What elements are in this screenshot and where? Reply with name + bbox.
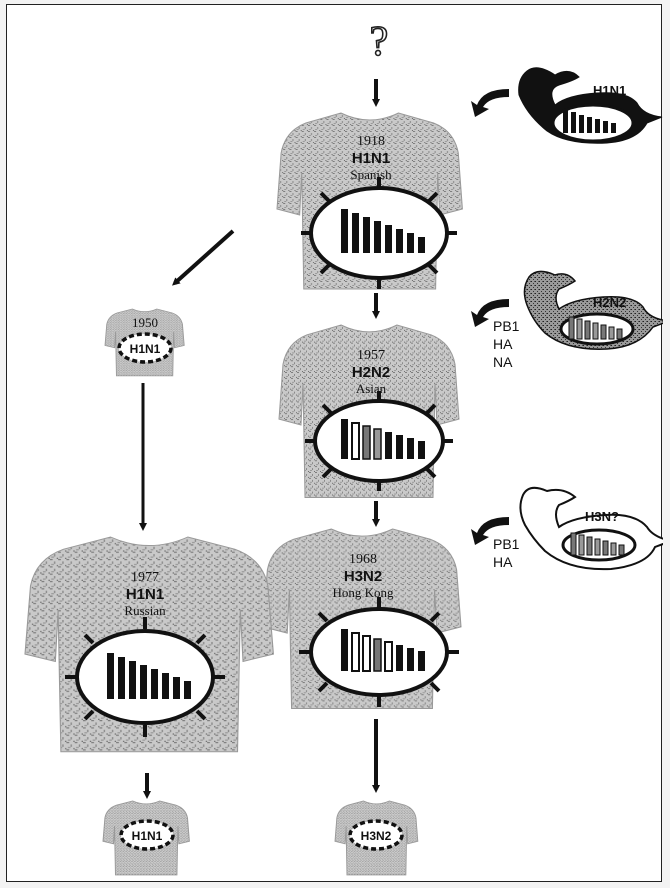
subtype-1950: H1N1 <box>130 342 161 356</box>
year-1968: 1968 <box>349 552 377 567</box>
name-1968: Hong Kong <box>332 585 394 600</box>
duck-icon-h2n2 <box>524 271 663 349</box>
name-1957: Asian <box>356 381 387 396</box>
influenza-lineage-diagram: ? 1918 H1N1 Spanish H1N1 <box>7 5 663 883</box>
subtype-1918: H1N1 <box>352 150 390 167</box>
duck2-gene-1: PB1 <box>493 318 520 334</box>
name-1918: Spanish <box>350 167 392 182</box>
virus-particle-1918 <box>301 177 457 289</box>
subtype-current-h1n1: H1N1 <box>132 829 163 843</box>
diagram-frame: ? 1918 H1N1 Spanish H1N1 <box>6 4 662 882</box>
year-1950: 1950 <box>132 315 158 330</box>
duck-icon-h3n <box>520 488 663 569</box>
duck3-subtype: H3N? <box>585 509 619 524</box>
curved-arrow-icon-duck1 <box>471 89 509 117</box>
duck3-gene-1: PB1 <box>493 536 520 552</box>
duck2-gene-3: NA <box>493 354 513 370</box>
duck-icon-h1n1 <box>519 68 662 143</box>
arrow-1918-to-1950 <box>175 231 233 283</box>
duck3-gene-2: HA <box>493 554 513 570</box>
subtype-1957: H2N2 <box>352 364 390 381</box>
subtype-1968: H3N2 <box>344 568 382 585</box>
year-1918: 1918 <box>357 134 385 149</box>
year-1977: 1977 <box>131 570 159 585</box>
duck2-subtype: H2N2 <box>593 295 626 310</box>
name-1977: Russian <box>124 603 166 618</box>
duck2-gene-2: HA <box>493 336 513 352</box>
year-1957: 1957 <box>357 348 385 363</box>
duck1-subtype: H1N1 <box>593 83 626 98</box>
subtype-1977: H1N1 <box>126 586 164 603</box>
question-icon: ? <box>370 19 389 65</box>
subtype-current-h3n2: H3N2 <box>361 829 392 843</box>
